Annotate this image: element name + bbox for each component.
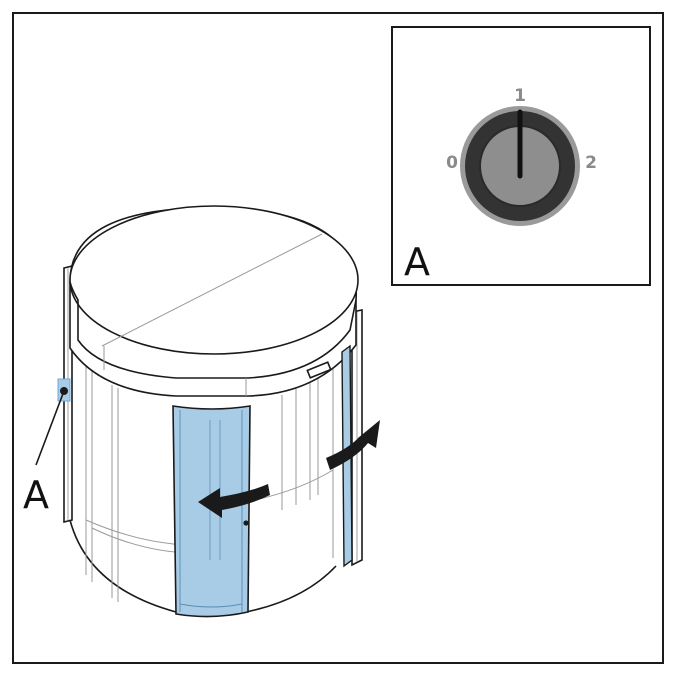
callout-leader-line [35,390,65,466]
switch-position-2: 2 [585,153,597,173]
switch-position-0: 0 [446,153,458,173]
callout-a: A [23,390,65,517]
sensor-housing [306,361,332,379]
glass-wall-lines [85,365,334,602]
canopy-top [69,205,359,355]
canopy-seam [101,233,323,347]
highlighted-door-wing [172,405,251,618]
drum-bottom-edge-right [245,565,337,613]
revolving-door [57,205,363,618]
callout-label: A [23,473,49,517]
switch-position-1: 1 [514,86,526,106]
drum-bottom-edge [69,519,177,613]
detail-inset: 0 1 2 A [391,26,651,286]
detail-label: A [404,240,430,284]
rotation-arrow-icon [198,420,380,518]
key-switch-icon [460,106,580,226]
